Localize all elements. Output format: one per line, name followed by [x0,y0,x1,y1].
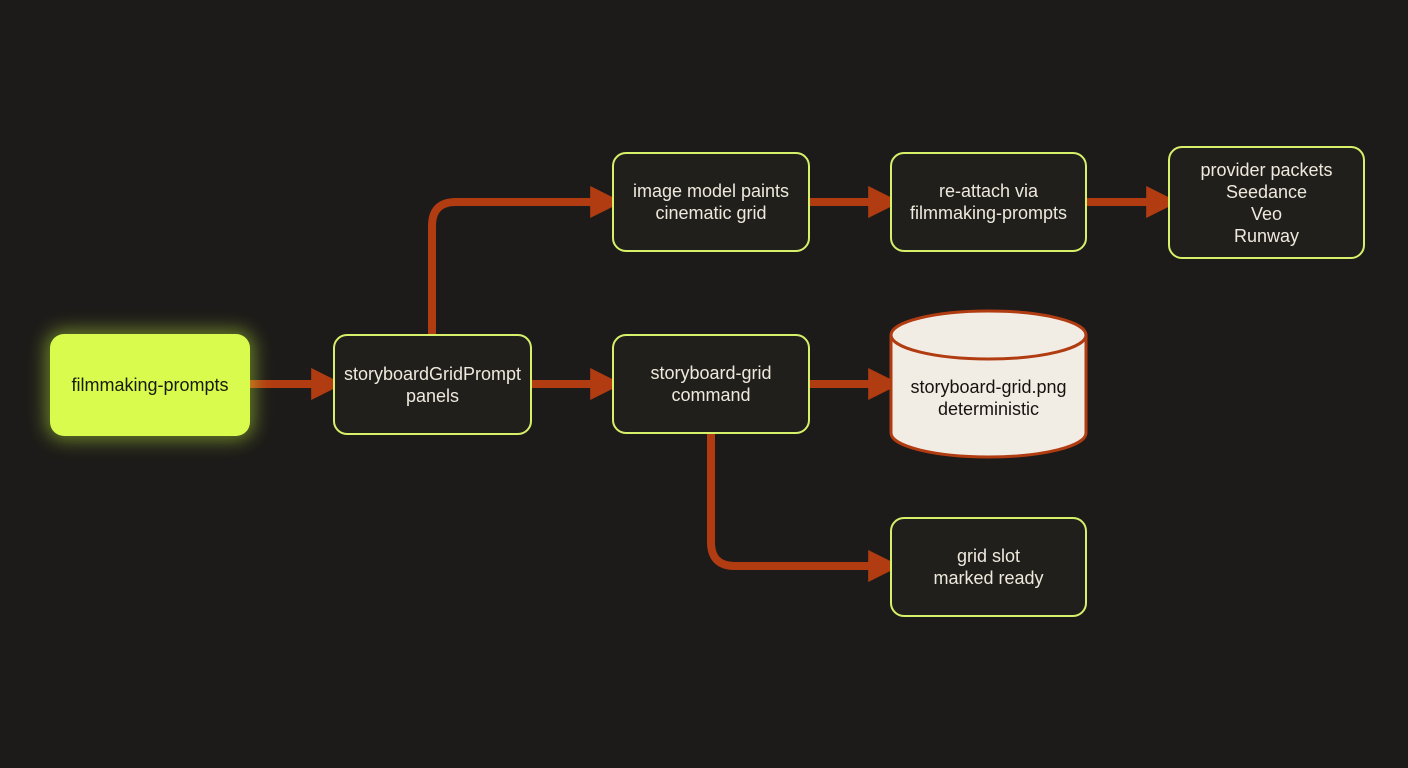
node-label-line: command [671,385,751,405]
node-label-line: marked ready [933,568,1044,588]
node-label-line: provider packets [1200,159,1333,180]
node-label-line: storyboard-grid [650,363,772,383]
node-label-line: deterministic [937,399,1040,419]
node-label-line: image model paints [632,181,790,201]
node-label-line: panels [405,385,460,406]
node-label-line: filmmaking-prompts [909,203,1068,223]
node-storyboard-grid-prompt: storyboardGridPrompt panels [333,334,532,435]
node-image-model: image model paints cinematic grid [612,152,810,252]
arrow-grid-command-to-grid-slot [707,434,901,582]
node-label-line: storyboardGridPrompt [343,363,522,384]
node-filmmaking-prompts: filmmaking-prompts [50,334,250,436]
node-label-line: cinematic grid [655,203,767,223]
node-label-line: Seedance [1225,181,1308,202]
cylinder-shape [889,309,1088,459]
node-label-line: Runway [1233,225,1300,246]
node-grid-slot: grid slot marked ready [890,517,1087,617]
node-label-line: Veo [1250,203,1283,224]
node-reattach: re-attach via filmmaking-prompts [890,152,1087,252]
node-storyboard-grid-file: storyboard-grid.png deterministic [889,309,1088,461]
node-label-line: filmmaking-prompts [71,375,229,395]
node-storyboard-grid-command: storyboard-grid command [612,334,810,434]
node-label-line: re-attach via [938,181,1039,201]
node-provider-packets: provider packets Seedance Veo Runway [1168,146,1365,259]
node-label-line: storyboard-grid.png [910,377,1067,397]
node-label-line: grid slot [956,546,1021,566]
arrow-grid-prompt-to-image-model [428,186,623,334]
